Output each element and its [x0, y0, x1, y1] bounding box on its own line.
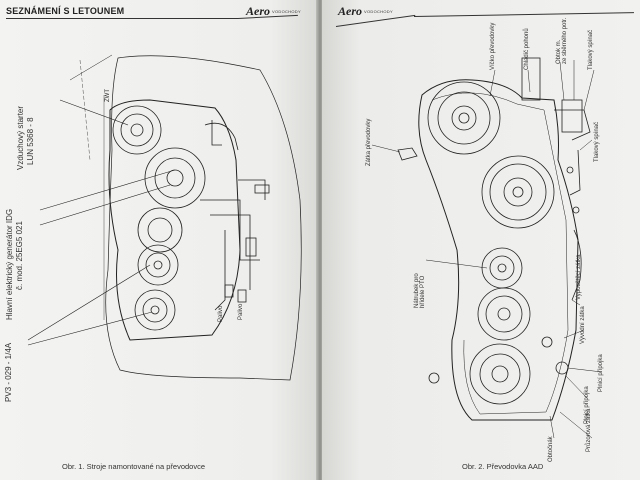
label-starter-2: LUN 5368 - 8 [26, 117, 35, 165]
figure-caption: Obr. 1. Stroje namontované na převodovce [62, 462, 206, 471]
gearbox-drawing [371, 57, 603, 439]
label-obtok: Obtok m. ze sběrného potr. [556, 17, 568, 64]
label-generator-2: č. mod. 25EG5 021 [15, 221, 24, 290]
aero-logo-sub: VODOCHODY [364, 9, 393, 14]
label-generator-1: Hlavní elektrický generátor IDG [5, 208, 14, 320]
aero-logo: Aero [338, 4, 362, 18]
label-vicko: Víčko převodovky [490, 22, 496, 70]
left-page: SEZNÁMENÍ S LETOUNEM Aero VODOCHODY [0, 0, 318, 480]
figure-caption: Obr. 2. Převodovka AAD [462, 462, 544, 471]
book-gutter [316, 0, 324, 480]
machinery-drawing [27, 54, 302, 381]
label-chladic: Chladič pohonů [524, 28, 530, 70]
label-zatka: Zátka převodovky [366, 118, 372, 166]
label-tlak-2: Tlakový spínač [594, 121, 600, 162]
label-tlak-1: Tlakový spínač [588, 29, 594, 70]
label-plnici-1: Plnicí přípojka [598, 354, 604, 392]
label-vyvodni: Vývodní zátka [580, 306, 586, 344]
page-header-title: SEZNÁMENÍ S LETOUNEM [6, 6, 125, 16]
label-pump: PV3 - 029 - 1/4A [4, 342, 13, 402]
right-page: Aero VODOCHODY [322, 0, 640, 480]
aero-logo-sub: VODOCHODY [272, 9, 301, 14]
header-rule [6, 18, 238, 19]
aero-logo: Aero [246, 4, 270, 18]
label-palivo-2: Palivo [238, 303, 244, 320]
label-palivo-1: Palivo [218, 305, 224, 322]
label-zwt: ZWT [105, 89, 111, 102]
label-nastrubek: Nátrubek pro hřídele PTO [414, 273, 426, 308]
label-vypousteci: Vypouštěcí zátka [576, 254, 582, 300]
label-pruzorova: Průzorová zátka [586, 408, 592, 452]
label-obtocnak: Obtočnák [548, 436, 554, 462]
label-starter-1: Vzduchový starter [16, 105, 25, 170]
